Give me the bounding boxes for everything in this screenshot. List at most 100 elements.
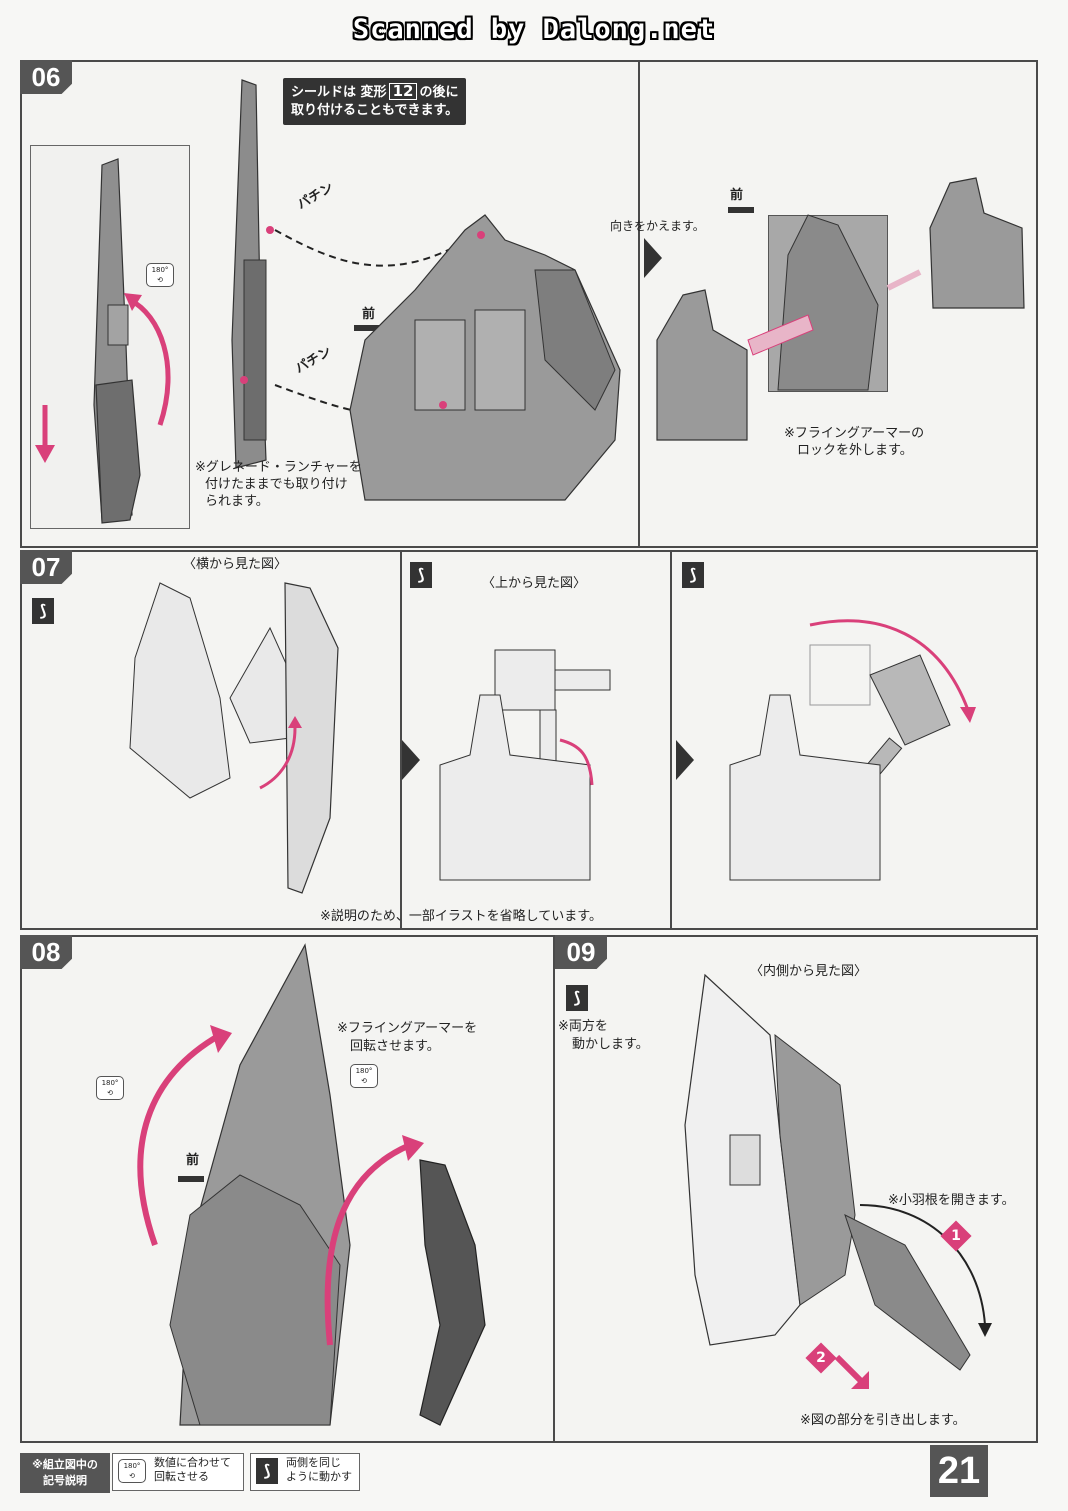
- shield-note-before: シールドは: [291, 85, 357, 100]
- lock-release-arrow: [886, 269, 922, 291]
- side-view-label: 〈横から見た図〉: [183, 557, 288, 572]
- top-view-illustration-1: [439, 649, 611, 881]
- side-view-shield: [284, 582, 339, 894]
- legend-rotate-text: 数値に合わせて 回転させる: [154, 1456, 231, 1484]
- shield-inset-rotate-arrowhead: [124, 293, 142, 311]
- legend-move-icon: ⟆: [256, 1458, 278, 1484]
- side-view-wing: [229, 626, 291, 744]
- lock-detail-armor: [777, 214, 879, 391]
- legend-move-text-line-1: 両側を同じ: [286, 1456, 341, 1469]
- step-08-left-arrowhead: [210, 1025, 232, 1053]
- top-view-1-rotate-arrow: [559, 738, 594, 786]
- side-view-body: [129, 582, 231, 799]
- lock-note-line-1: ※フライングアーマーの: [784, 426, 925, 441]
- page-number: 21: [930, 1445, 988, 1497]
- flying-armor-right-part: [929, 177, 1025, 309]
- symmetric-move-icon-09: ⟆: [566, 985, 588, 1011]
- step-06-number: 06: [20, 60, 72, 94]
- step-08-illustration: [137, 943, 486, 1426]
- flying-armor-right-illustration: [886, 177, 1025, 309]
- both-note-line-1: ※両方を: [558, 1019, 608, 1034]
- robot-back-socket-bottom: [439, 401, 447, 409]
- front-label-06: 前: [362, 307, 376, 322]
- legend-rotate-text-line-2: 回転させる: [154, 1470, 209, 1483]
- legend-title: ※組立図中の 記号説明: [20, 1453, 110, 1493]
- rotate-180-icon-label: 180°: [151, 266, 169, 274]
- rotate-note-line-1: ※フライングアーマーを: [337, 1021, 478, 1036]
- top-view-2-ghost-launcher: [809, 644, 871, 706]
- rotate-180-icon-08b-label: 180°: [355, 1067, 373, 1075]
- flow-arrow-07b: [676, 740, 694, 780]
- shield-main-illustration: [231, 79, 274, 469]
- lock-detail-tab: [747, 314, 814, 356]
- shield-note-after: の後に: [419, 85, 459, 100]
- pull-out-note: ※図の部分を引き出します。: [800, 1413, 966, 1428]
- watermark: Scanned by Dalong.net: [352, 14, 716, 45]
- step-07-number: 07: [20, 550, 72, 584]
- grenade-note-line-2: 付けたままでも取り付け: [205, 477, 348, 492]
- robot-back-wing: [534, 269, 616, 411]
- shield-main-peg-top: [266, 226, 274, 234]
- shield-main-launcher: [243, 259, 267, 441]
- inner-view-label: 〈内側から見た図〉: [750, 964, 868, 979]
- symmetric-move-icon-07b: ⟆: [410, 562, 432, 588]
- grenade-note-line-3: られます。: [205, 494, 269, 509]
- flying-armor-left-illustration: [656, 289, 748, 441]
- top-view-1-body: [439, 694, 591, 881]
- shield-inset-illustration: [35, 158, 171, 524]
- flow-arrow-06: [644, 238, 662, 278]
- legend-title-line-1: ※組立図中の: [32, 1458, 98, 1471]
- rotate-180-icon: 180°⟲: [146, 263, 174, 287]
- legend-move-text: 両側を同じ ように動かす: [286, 1456, 352, 1484]
- rotate-180-icon-08b: 180°⟲: [350, 1064, 378, 1088]
- lock-note-line-2: ロックを外します。: [797, 443, 913, 458]
- rotate-180-icon-08a: 180°⟲: [96, 1076, 124, 1100]
- step-08-right-arrow: [324, 1142, 412, 1346]
- top-view-illustration-2: [729, 619, 976, 881]
- grenade-note-line-1: ※グレネード・ランチャーを: [195, 460, 362, 475]
- step-09-illustration: [684, 973, 992, 1371]
- legend-title-line-2: 記号説明: [43, 1474, 87, 1487]
- robot-back-panel-2: [474, 309, 526, 411]
- symmetric-move-icon-07c: ⟆: [682, 562, 704, 588]
- top-view-label: 〈上から見た図〉: [482, 576, 587, 591]
- step-09-number: 09: [555, 935, 607, 969]
- step-09-armor-panel: [774, 1033, 856, 1306]
- rotate-note-line-2: 回転させます。: [350, 1039, 440, 1054]
- pull-out-arrow-head: [851, 1371, 869, 1389]
- shield-inset-hinge: [107, 304, 129, 346]
- flying-armor-left-part: [656, 289, 748, 441]
- shield-inset-rotate-arrow: [128, 297, 171, 426]
- step-08-divider: [553, 937, 555, 1441]
- top-view-2-launcher: [869, 654, 951, 746]
- front-label-06b: 前: [730, 188, 744, 203]
- robot-back-illustration: [349, 214, 621, 501]
- side-view-rotate-arrowhead: [288, 716, 302, 728]
- legend-rotate-icon-label: 180°: [123, 1462, 141, 1470]
- step-08-left-arrow: [137, 1032, 222, 1246]
- symmetric-move-icon-07a: ⟆: [32, 598, 54, 624]
- flow-arrow-07a: [402, 740, 420, 780]
- step-07-divider-1: [400, 552, 402, 928]
- shield-main-peg-bottom: [240, 376, 248, 384]
- side-view-illustration: [129, 582, 339, 894]
- robot-back-socket-top: [477, 231, 485, 239]
- omit-note: ※説明のため、一部イラストを省略しています。: [320, 909, 602, 924]
- pull-out-arrow: [834, 1354, 869, 1389]
- top-view-2-rotate-arrow: [809, 619, 970, 711]
- shield-note-mid: 変形: [360, 85, 387, 100]
- front-arrow-06b: [728, 207, 754, 213]
- rotate-180-icon-08a-label: 180°: [101, 1079, 119, 1087]
- legend-rotate-text-line-1: 数値に合わせて: [154, 1456, 231, 1469]
- top-view-2-body: [729, 694, 881, 881]
- open-wing-note: ※小羽根を開きます。: [888, 1193, 1015, 1208]
- top-view-1-launcher: [494, 649, 556, 711]
- shield-inset-down-arrowhead: [35, 445, 55, 463]
- step-09-open-arrowhead: [978, 1323, 992, 1337]
- pull-out-arrow-shaft: [834, 1354, 864, 1384]
- step-09-hinge: [729, 1134, 761, 1186]
- step-07-divider-2: [670, 552, 672, 928]
- step-08-right-arrowhead: [402, 1135, 424, 1161]
- top-view-2-rotate-arrowhead: [960, 707, 976, 723]
